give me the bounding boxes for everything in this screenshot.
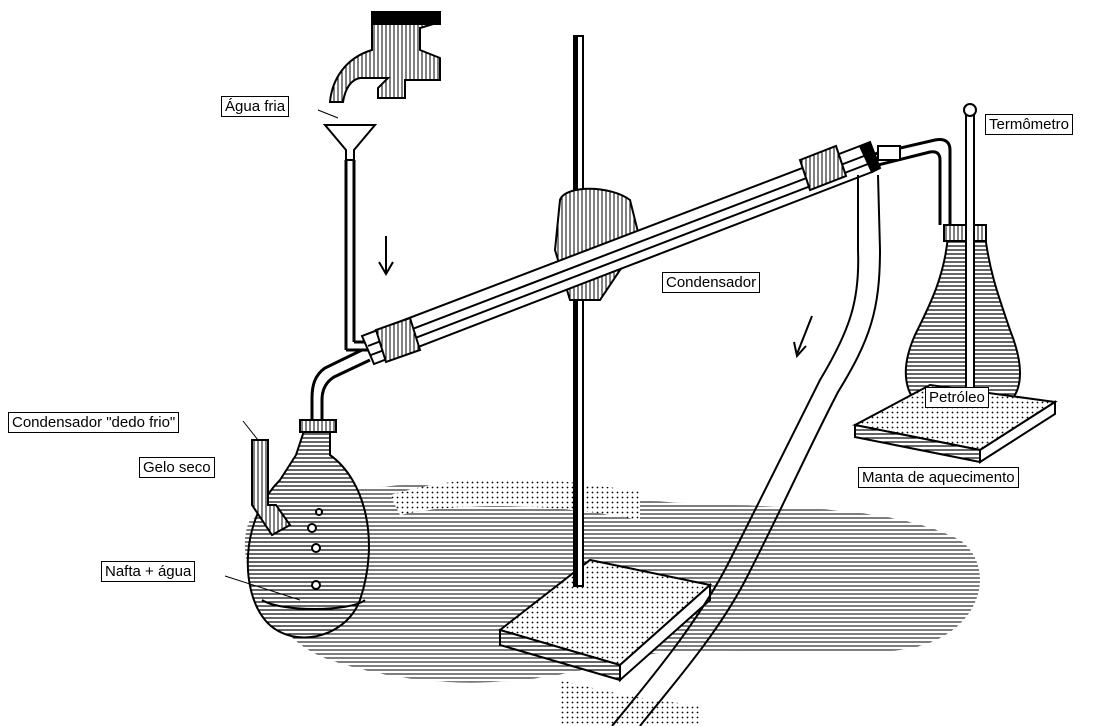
label-manta-de-aquecimento: Manta de aquecimento	[858, 467, 1019, 488]
water-tap	[330, 12, 440, 102]
label-termometro: Termômetro	[985, 114, 1073, 135]
label-condensador-dedo-frio: Condensador "dedo frio"	[8, 412, 179, 433]
vapor-tube	[870, 139, 950, 225]
label-condensador: Condensador	[662, 272, 760, 293]
delivery-tube	[312, 350, 370, 425]
label-gelo-seco: Gelo seco	[139, 457, 215, 478]
boiling-flask	[906, 104, 1020, 415]
label-agua-fria: Água fria	[221, 96, 289, 117]
funnel-and-feed-tube	[325, 125, 380, 350]
label-petroleo: Petróleo	[925, 387, 989, 408]
flow-arrow-drain	[794, 316, 812, 356]
flow-arrow-down	[379, 236, 393, 274]
condenser-tube	[362, 142, 880, 364]
label-nafta-agua: Nafta + água	[101, 561, 195, 582]
